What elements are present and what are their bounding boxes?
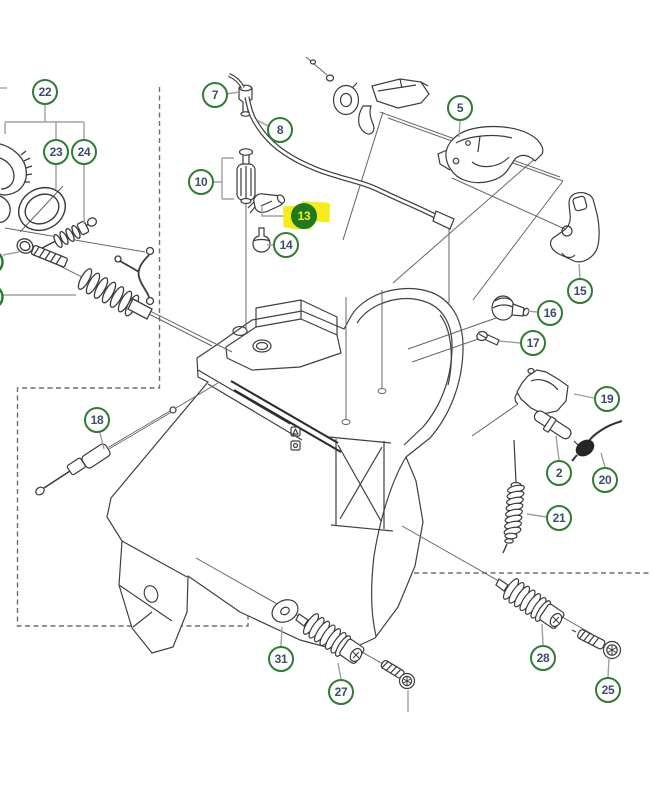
part-13-fitting xyxy=(247,193,286,214)
part-8-fuel-hose xyxy=(228,73,455,230)
part-14-valve xyxy=(252,227,271,253)
callout-20-label: 20 xyxy=(598,473,612,487)
callout-16[interactable]: 16 xyxy=(537,300,563,326)
part-22-fuel-cap xyxy=(0,143,33,223)
callout-22[interactable]: 22 xyxy=(32,79,58,105)
callout-17[interactable]: 17 xyxy=(520,330,546,356)
part-15-bracket xyxy=(549,192,600,263)
callout-21[interactable]: 21 xyxy=(546,505,572,531)
callout-13-selected[interactable]: 13 xyxy=(291,203,317,229)
main-body-illustration xyxy=(106,287,464,654)
part-25-screw xyxy=(571,629,622,660)
part-24-rod-spring xyxy=(37,217,98,251)
left-screw-part xyxy=(16,238,68,268)
callout-17-label: 17 xyxy=(526,336,540,350)
throttle-trigger-assembly xyxy=(309,59,430,135)
callout-14[interactable]: 14 xyxy=(273,232,299,258)
part-21-spring xyxy=(502,439,525,554)
callout-24-label: 24 xyxy=(77,145,91,159)
callout-18-label: 18 xyxy=(90,413,104,427)
callout-19[interactable]: 19 xyxy=(594,386,620,412)
callout-21-label: 21 xyxy=(552,511,566,525)
part-2-damper-rod xyxy=(533,410,579,446)
part-27-screw xyxy=(380,660,416,690)
callout-27-label: 27 xyxy=(334,685,348,699)
callout-23-label: 23 xyxy=(49,145,63,159)
part-10-fuel-filter xyxy=(236,148,256,205)
part-27-av-spring xyxy=(295,613,365,664)
callout-24[interactable]: 24 xyxy=(71,139,97,165)
part-23-o-ring xyxy=(18,186,66,232)
callout-2[interactable]: 2 xyxy=(546,460,572,486)
callout-28[interactable]: 28 xyxy=(530,645,556,671)
linkage-lever-part xyxy=(114,246,155,306)
callout-10-label: 10 xyxy=(194,175,208,189)
callout-15[interactable]: 15 xyxy=(567,278,593,304)
leader-lines xyxy=(0,87,610,712)
callout-31[interactable]: 31 xyxy=(268,646,294,672)
part-18-throttle-cable xyxy=(35,406,177,496)
callout-27[interactable]: 27 xyxy=(328,679,354,705)
callout-13-label: 13 xyxy=(297,209,311,223)
axis-pointer-lines xyxy=(4,56,593,669)
left-damper-spring-part xyxy=(77,268,153,320)
callout-16-label: 16 xyxy=(543,306,557,320)
callout-7[interactable]: 7 xyxy=(202,82,228,108)
edge-partial-callouts xyxy=(0,252,4,307)
callout-8-label: 8 xyxy=(276,123,284,137)
callout-25-label: 25 xyxy=(601,683,615,697)
callout-19-label: 19 xyxy=(600,392,614,406)
callout-22-label: 22 xyxy=(38,85,52,99)
callout-14-label: 14 xyxy=(279,238,293,252)
callout-15-label: 15 xyxy=(573,284,587,298)
callout-5-label: 5 xyxy=(456,101,464,115)
callout-18[interactable]: 18 xyxy=(84,407,110,433)
part-28-av-spring xyxy=(495,578,565,629)
part-19-bracket xyxy=(514,367,569,415)
part-16-knob xyxy=(491,295,530,321)
callout-31-label: 31 xyxy=(274,652,288,666)
part-5-cover xyxy=(437,125,544,184)
callout-28-label: 28 xyxy=(536,651,550,665)
callout-20[interactable]: 20 xyxy=(592,467,618,493)
callout-23[interactable]: 23 xyxy=(43,139,69,165)
callout-5[interactable]: 5 xyxy=(447,95,473,121)
callout-10[interactable]: 10 xyxy=(188,169,214,195)
part-20-wire-cap xyxy=(571,420,623,462)
callout-8[interactable]: 8 xyxy=(267,117,293,143)
part-17-screw xyxy=(476,330,500,346)
callout-2-label: 2 xyxy=(555,466,563,480)
callout-7-label: 7 xyxy=(211,88,219,102)
callout-25[interactable]: 25 xyxy=(595,677,621,703)
part-31-washer xyxy=(271,599,299,623)
